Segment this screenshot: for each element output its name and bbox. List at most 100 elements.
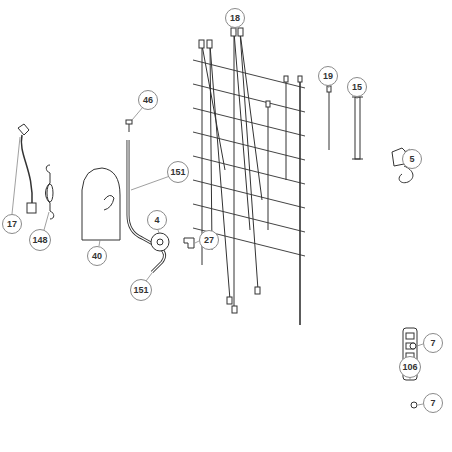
rod-cap	[298, 76, 302, 82]
mitt-40-thumb	[104, 195, 114, 210]
callout-number: 18	[225, 8, 245, 28]
leader-line	[99, 240, 100, 246]
plug-17	[18, 124, 29, 135]
callout-ring	[30, 230, 51, 251]
frame-rail	[193, 228, 305, 256]
callout-ring	[88, 247, 107, 266]
screw-7	[411, 402, 417, 408]
bar-15-end	[352, 159, 363, 160]
callout-ring	[148, 211, 167, 230]
callout-number: 27	[199, 230, 219, 250]
callout-text: 151	[130, 279, 152, 301]
cable-17	[21, 135, 32, 205]
pin-46-head	[126, 120, 132, 124]
leader-line	[131, 176, 170, 190]
cord	[234, 32, 250, 230]
spring-148-body	[47, 184, 53, 202]
callout-ring	[3, 215, 22, 234]
callout-number: 148	[29, 229, 51, 251]
callout-text: 27	[199, 230, 219, 250]
leader-line	[357, 97, 358, 99]
pin-19	[329, 90, 330, 150]
callout-text: 4	[147, 210, 167, 230]
callout-text: 106	[399, 356, 421, 378]
rod-cap	[284, 76, 288, 82]
callout-number: 106	[399, 356, 421, 378]
leader-line	[417, 344, 423, 346]
callout-ring	[319, 67, 338, 86]
callout-ring	[139, 91, 158, 110]
callout-text: 148	[29, 229, 51, 251]
callout-text: 5	[402, 149, 422, 169]
callout-text: 15	[347, 77, 367, 97]
rod	[299, 80, 301, 325]
callout-ring	[200, 231, 219, 250]
cord	[234, 32, 235, 310]
callout-ring	[131, 280, 152, 301]
callout-text: 17	[2, 214, 22, 234]
cords-and-rods	[199, 28, 302, 325]
callout-text: 7	[423, 393, 443, 413]
callout-number: 7	[423, 393, 443, 413]
frame-rail	[193, 108, 305, 136]
leader-line	[328, 86, 329, 88]
callout-number: 5	[402, 149, 422, 169]
screw-7	[410, 343, 416, 349]
callout-text: 19	[318, 66, 338, 86]
wheel-4	[151, 233, 169, 251]
wheel-4-hub	[157, 239, 163, 245]
callout-number: 46	[138, 90, 158, 110]
leader-line	[44, 212, 49, 230]
pin-19-head	[327, 86, 331, 92]
cord	[240, 32, 258, 290]
bar-15	[355, 97, 360, 159]
callout-ring	[226, 9, 245, 28]
callout-text: 7	[423, 333, 443, 353]
leader-line	[235, 28, 236, 32]
callout-ring	[403, 150, 422, 169]
cord	[210, 45, 212, 250]
leader-line	[418, 404, 423, 405]
callout-text: 18	[225, 8, 245, 28]
leader-line	[158, 230, 159, 233]
callout-ring	[424, 394, 443, 413]
callout-ring	[400, 357, 421, 378]
cord-clip	[231, 28, 236, 36]
callout-ring	[168, 162, 189, 183]
frame-rail	[193, 180, 305, 208]
rod-cap	[266, 101, 270, 107]
cord	[240, 32, 262, 200]
rod	[286, 80, 287, 180]
callout-text: 40	[87, 246, 107, 266]
callout-text: 151	[167, 161, 189, 183]
cord-end	[232, 306, 237, 313]
callout-ring	[424, 334, 443, 353]
leader-line	[146, 273, 152, 281]
pin-46	[129, 124, 130, 132]
mitt-40	[82, 168, 120, 240]
callout-number: 151	[130, 279, 152, 301]
callout-number: 17	[2, 214, 22, 234]
callout-number: 19	[318, 66, 338, 86]
cord	[202, 45, 225, 170]
callout-number: 15	[347, 77, 367, 97]
bracket-27	[184, 238, 194, 248]
cord-clip	[199, 40, 204, 48]
cord-end	[255, 287, 260, 294]
spring-148	[46, 165, 54, 219]
small-parts	[18, 86, 417, 408]
callout-number: 4	[147, 210, 167, 230]
tube-151	[128, 140, 165, 272]
leader-lines	[12, 28, 423, 405]
callout-number: 151	[167, 161, 189, 183]
connector-17	[27, 203, 36, 213]
cord	[202, 45, 203, 265]
rod	[268, 105, 269, 230]
callout-number: 7	[423, 333, 443, 353]
cord-clip	[207, 40, 212, 48]
leader-line	[12, 137, 20, 214]
callout-text: 46	[138, 90, 158, 110]
cord-clip	[238, 28, 243, 36]
